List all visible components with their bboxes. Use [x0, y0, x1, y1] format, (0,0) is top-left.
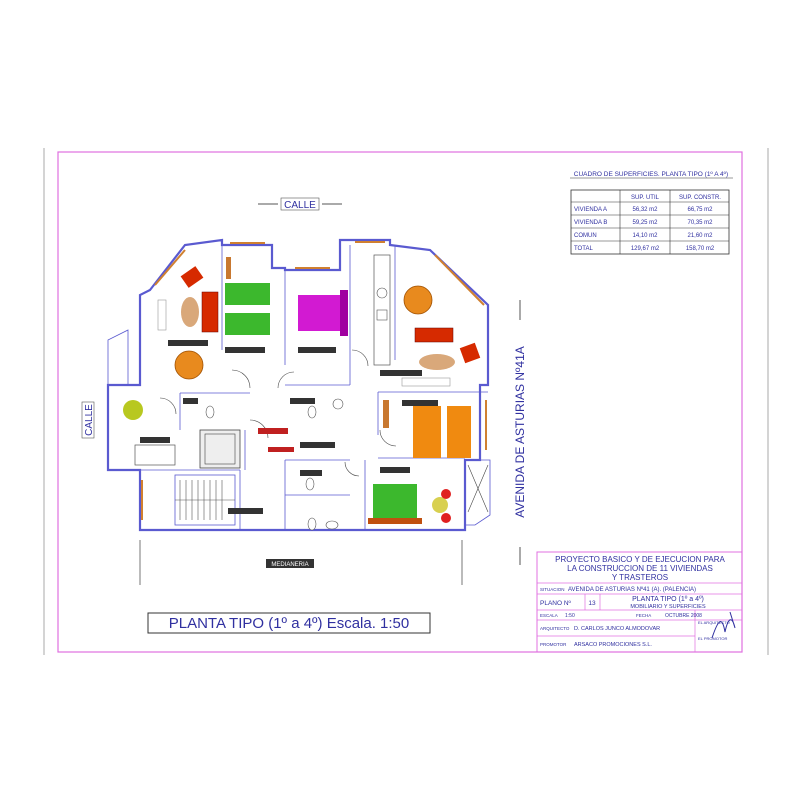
svg-text:OCTUBRE 2008: OCTUBRE 2008 — [665, 613, 702, 619]
svg-text:ARQUITECTO: ARQUITECTO — [540, 626, 570, 631]
svg-text:EL ARQUITECTO: EL ARQUITECTO — [698, 620, 730, 625]
svg-text:PROMOTOR: PROMOTOR — [540, 642, 567, 647]
svg-text:21,60 m2: 21,60 m2 — [687, 233, 713, 239]
svg-text:ESCALA: ESCALA — [540, 613, 558, 618]
svg-text:TOTAL: TOTAL — [574, 246, 593, 252]
svg-text:AVENIDA DE ASTURIAS Nº41 (A).: AVENIDA DE ASTURIAS Nº41 (A). (PALENCIA) — [568, 586, 696, 593]
svg-text:PLANTA TIPO (1º a 4º): PLANTA TIPO (1º a 4º) — [632, 596, 704, 603]
svg-text:66,75 m2: 66,75 m2 — [687, 207, 713, 213]
svg-text:VIVIENDA B: VIVIENDA B — [574, 220, 607, 226]
svg-text:Y TRASTEROS: Y TRASTEROS — [612, 573, 668, 582]
sheet-frame — [57, 151, 743, 653]
room-labels — [140, 340, 438, 514]
medianeria-label: MEDIANERIA — [139, 540, 463, 585]
floor-plan — [106, 238, 491, 532]
svg-text:MOBILIARIO Y SUPERFICIES: MOBILIARIO Y SUPERFICIES — [630, 604, 706, 610]
street-label-left: CALLE — [81, 401, 95, 439]
svg-text:MEDIANERIA: MEDIANERIA — [271, 562, 308, 568]
plan-title: PLANTA TIPO (1º a 4º) Escala. 1:50 — [147, 612, 431, 634]
svg-text:158,70 m2: 158,70 m2 — [686, 246, 715, 252]
svg-text:PLANTA TIPO (1º a 4º) Escala.: PLANTA TIPO (1º a 4º) Escala. 1:50 — [169, 615, 410, 632]
svg-text:FECHA: FECHA — [636, 613, 651, 618]
street-label-top: CALLE — [258, 197, 342, 211]
svg-text:14,10 m2: 14,10 m2 — [632, 233, 658, 239]
svg-text:SUP. UTIL: SUP. UTIL — [631, 195, 660, 201]
surface-table: CUADRO DE SUPERFICIES. PLANTA TIPO (1º A… — [570, 171, 733, 255]
svg-text:SITUACION: SITUACION — [540, 587, 565, 592]
svg-text:D. CARLOS JUNCO ALMODOVAR: D. CARLOS JUNCO ALMODOVAR — [574, 626, 660, 632]
svg-text:COMUN: COMUN — [574, 233, 597, 239]
svg-text:70,35 m2: 70,35 m2 — [687, 220, 713, 226]
svg-text:13: 13 — [588, 600, 596, 607]
title-block: PROYECTO BASICO Y DE EJECUCION PARA LA C… — [536, 551, 743, 653]
svg-text:CALLE: CALLE — [284, 200, 316, 211]
svg-text:1:50: 1:50 — [565, 613, 575, 619]
svg-text:AVENIDA DE ASTURIAS Nº41A: AVENIDA DE ASTURIAS Nº41A — [513, 346, 527, 518]
svg-text:CUADRO DE SUPERFICIES. PLANTA: CUADRO DE SUPERFICIES. PLANTA TIPO (1º A… — [574, 171, 728, 178]
svg-text:CALLE: CALLE — [84, 404, 95, 436]
svg-text:PLANO Nº: PLANO Nº — [540, 600, 572, 607]
svg-text:PROYECTO BASICO Y DE EJECUCION: PROYECTO BASICO Y DE EJECUCION PARA — [555, 555, 725, 564]
svg-text:LA CONSTRUCCION DE 11 VIVIENDA: LA CONSTRUCCION DE 11 VIVIENDAS — [567, 564, 713, 573]
svg-text:SUP. CONSTR.: SUP. CONSTR. — [679, 195, 721, 201]
svg-text:VIVIENDA A: VIVIENDA A — [574, 207, 607, 213]
svg-text:59,25 m2: 59,25 m2 — [632, 220, 658, 226]
svg-text:129,67 m2: 129,67 m2 — [631, 246, 660, 252]
svg-text:ARSACO PROMOCIONES S.L.: ARSACO PROMOCIONES S.L. — [574, 642, 652, 648]
signature — [711, 611, 736, 639]
svg-text:56,32 m2: 56,32 m2 — [632, 207, 658, 213]
avenue-label: AVENIDA DE ASTURIAS Nº41A — [513, 346, 527, 518]
svg-text:EL PROMOTOR: EL PROMOTOR — [698, 636, 727, 641]
